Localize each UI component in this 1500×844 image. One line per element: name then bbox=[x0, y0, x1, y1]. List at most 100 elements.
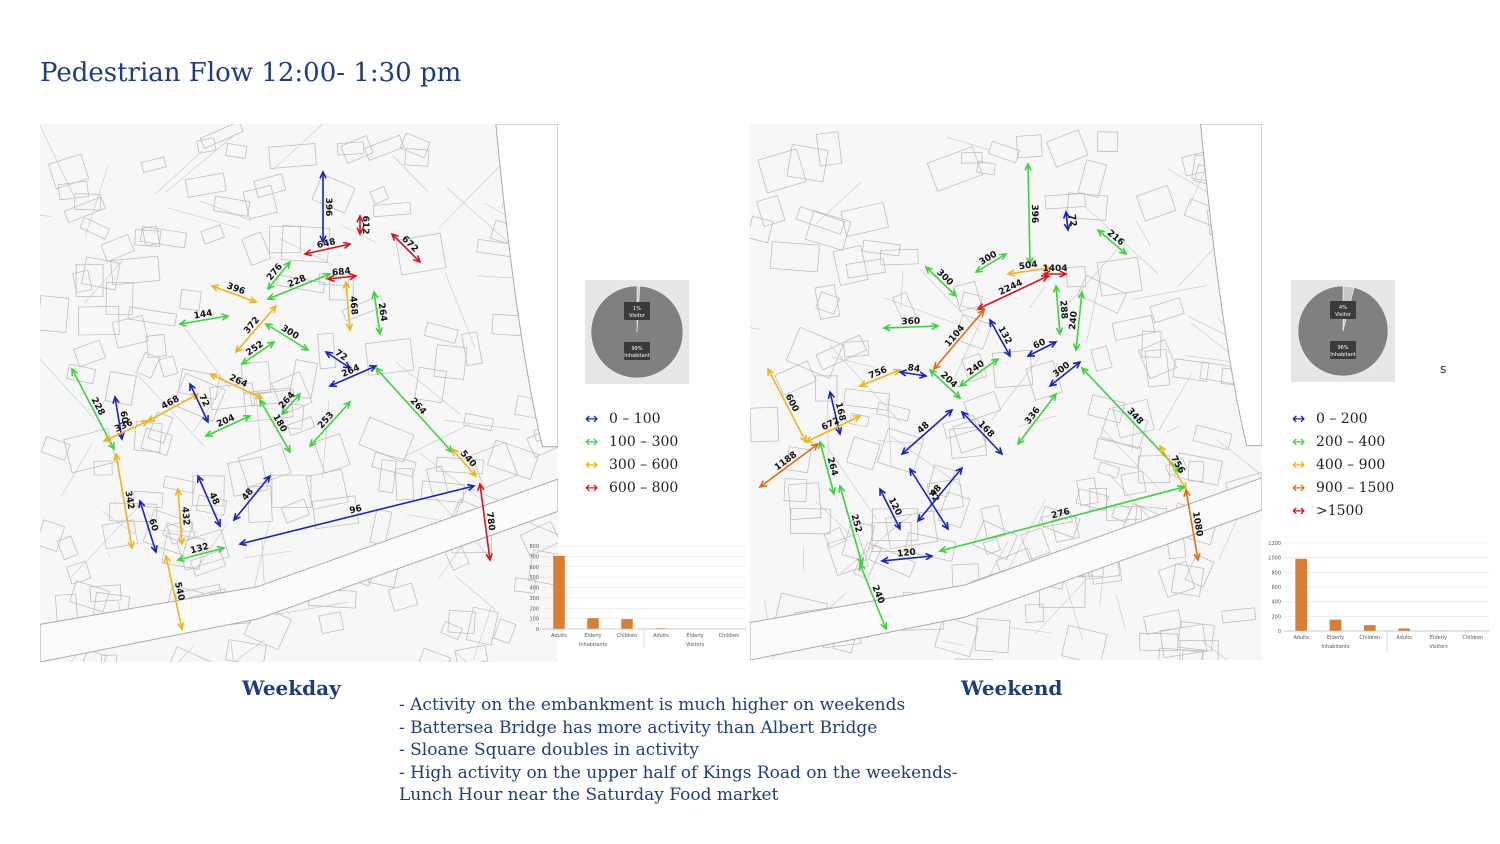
flow-arrow-shaft bbox=[925, 266, 957, 297]
x-tick-label: Children bbox=[1462, 635, 1483, 641]
bar bbox=[553, 555, 565, 629]
building-block bbox=[826, 533, 869, 576]
arrow-head-icon bbox=[1072, 343, 1081, 352]
y-tick-label: 600 bbox=[529, 565, 539, 571]
street-line bbox=[830, 356, 876, 368]
building-block bbox=[513, 577, 536, 594]
building-block bbox=[74, 193, 102, 211]
arrow-head-icon bbox=[214, 518, 222, 528]
legend-item: ↔600 – 800 bbox=[585, 476, 678, 499]
legend-label: 100 – 300 bbox=[609, 433, 679, 450]
y-tick-label: 0 bbox=[536, 627, 539, 633]
building-block bbox=[871, 508, 919, 541]
building-block bbox=[976, 161, 996, 176]
building-block bbox=[756, 194, 786, 227]
street-line bbox=[195, 524, 228, 571]
building-block bbox=[892, 291, 917, 323]
legend-label: 300 – 600 bbox=[609, 456, 679, 473]
pie-percent-label: 4% bbox=[1339, 305, 1347, 311]
page-title: Pedestrian Flow 12:00- 1:30 pm bbox=[40, 58, 462, 88]
building-block bbox=[1170, 563, 1205, 597]
street-grid bbox=[40, 124, 558, 662]
flow-arrow-shaft bbox=[1185, 489, 1199, 561]
flow-arrow-shaft bbox=[1159, 445, 1187, 490]
legend-label: 400 – 900 bbox=[1316, 456, 1386, 473]
arrow-head-icon bbox=[941, 521, 949, 531]
street-line bbox=[1086, 270, 1102, 344]
arrow-head-icon bbox=[837, 484, 846, 494]
legend-item: ↔900 – 1500 bbox=[1292, 476, 1394, 499]
street-line bbox=[883, 297, 959, 325]
building-block bbox=[395, 232, 447, 276]
arrow-head-icon bbox=[856, 556, 865, 566]
y-tick-label: 800 bbox=[529, 544, 539, 550]
arrow-head-icon bbox=[221, 313, 230, 321]
street-line bbox=[199, 200, 252, 222]
flow-arrow bbox=[858, 368, 902, 388]
street-line bbox=[1100, 426, 1161, 491]
y-tick-label: 100 bbox=[529, 617, 539, 623]
building-block bbox=[1172, 358, 1210, 382]
bar bbox=[1295, 558, 1308, 631]
flow-arrow bbox=[264, 323, 310, 351]
building-block bbox=[1184, 553, 1215, 588]
building-block bbox=[1143, 609, 1183, 635]
arrow-head-icon bbox=[356, 214, 364, 223]
building-block bbox=[787, 482, 822, 521]
x-tick-label: Children bbox=[617, 633, 638, 639]
flow-arrow-shaft bbox=[939, 486, 1185, 552]
flow-arrow-shaft bbox=[375, 367, 453, 453]
arrow-head-icon bbox=[1072, 360, 1082, 369]
flow-arrow bbox=[924, 265, 958, 298]
street-line bbox=[102, 511, 136, 536]
flow-value-label: 60 bbox=[117, 410, 129, 424]
building-block bbox=[1015, 134, 1043, 159]
arrow-head-icon bbox=[977, 308, 986, 317]
arrow-head-icon bbox=[1043, 265, 1052, 273]
building-block bbox=[276, 274, 326, 294]
building-block bbox=[1075, 488, 1109, 512]
building-block bbox=[313, 433, 351, 474]
arrow-head-icon bbox=[827, 390, 836, 400]
flow-arrow bbox=[266, 260, 292, 291]
flow-value-label: 264 bbox=[376, 302, 389, 322]
building-block bbox=[101, 654, 118, 662]
street-line bbox=[828, 449, 878, 521]
flow-value-label: 2244 bbox=[997, 278, 1024, 298]
double-arrow-icon: ↔ bbox=[585, 432, 599, 451]
building-block bbox=[93, 460, 113, 476]
arrow-head-icon bbox=[1040, 275, 1050, 282]
street-line bbox=[991, 357, 1040, 421]
street-line bbox=[404, 423, 471, 457]
flow-arrow bbox=[189, 382, 209, 424]
building-block bbox=[212, 195, 251, 217]
flow-arrow bbox=[880, 552, 934, 565]
flow-arrow bbox=[817, 440, 837, 496]
arrow-head-icon bbox=[1026, 257, 1034, 266]
building-block bbox=[250, 388, 295, 407]
flow-arrow bbox=[146, 393, 200, 422]
street-line bbox=[438, 539, 467, 579]
street-line bbox=[1202, 641, 1228, 660]
building-block bbox=[463, 412, 494, 432]
arrow-head-icon bbox=[928, 368, 937, 377]
arrow-head-icon bbox=[919, 371, 928, 379]
flow-arrow bbox=[371, 290, 383, 336]
building-block bbox=[247, 485, 273, 523]
building-block bbox=[75, 263, 104, 297]
river-embankment bbox=[40, 478, 558, 662]
building-block bbox=[1077, 159, 1108, 198]
flow-arrow-shaft bbox=[327, 275, 357, 280]
flow-arrow-shaft bbox=[933, 309, 985, 370]
flow-arrow-shaft bbox=[373, 291, 381, 335]
building-block bbox=[289, 359, 318, 400]
building-block bbox=[814, 284, 841, 320]
street-line bbox=[472, 605, 493, 661]
flow-arrow bbox=[882, 322, 940, 332]
building-block bbox=[1192, 424, 1233, 451]
flow-value-label: 168 bbox=[833, 402, 847, 423]
building-block bbox=[77, 305, 120, 336]
flow-arrow-shaft bbox=[267, 261, 291, 290]
